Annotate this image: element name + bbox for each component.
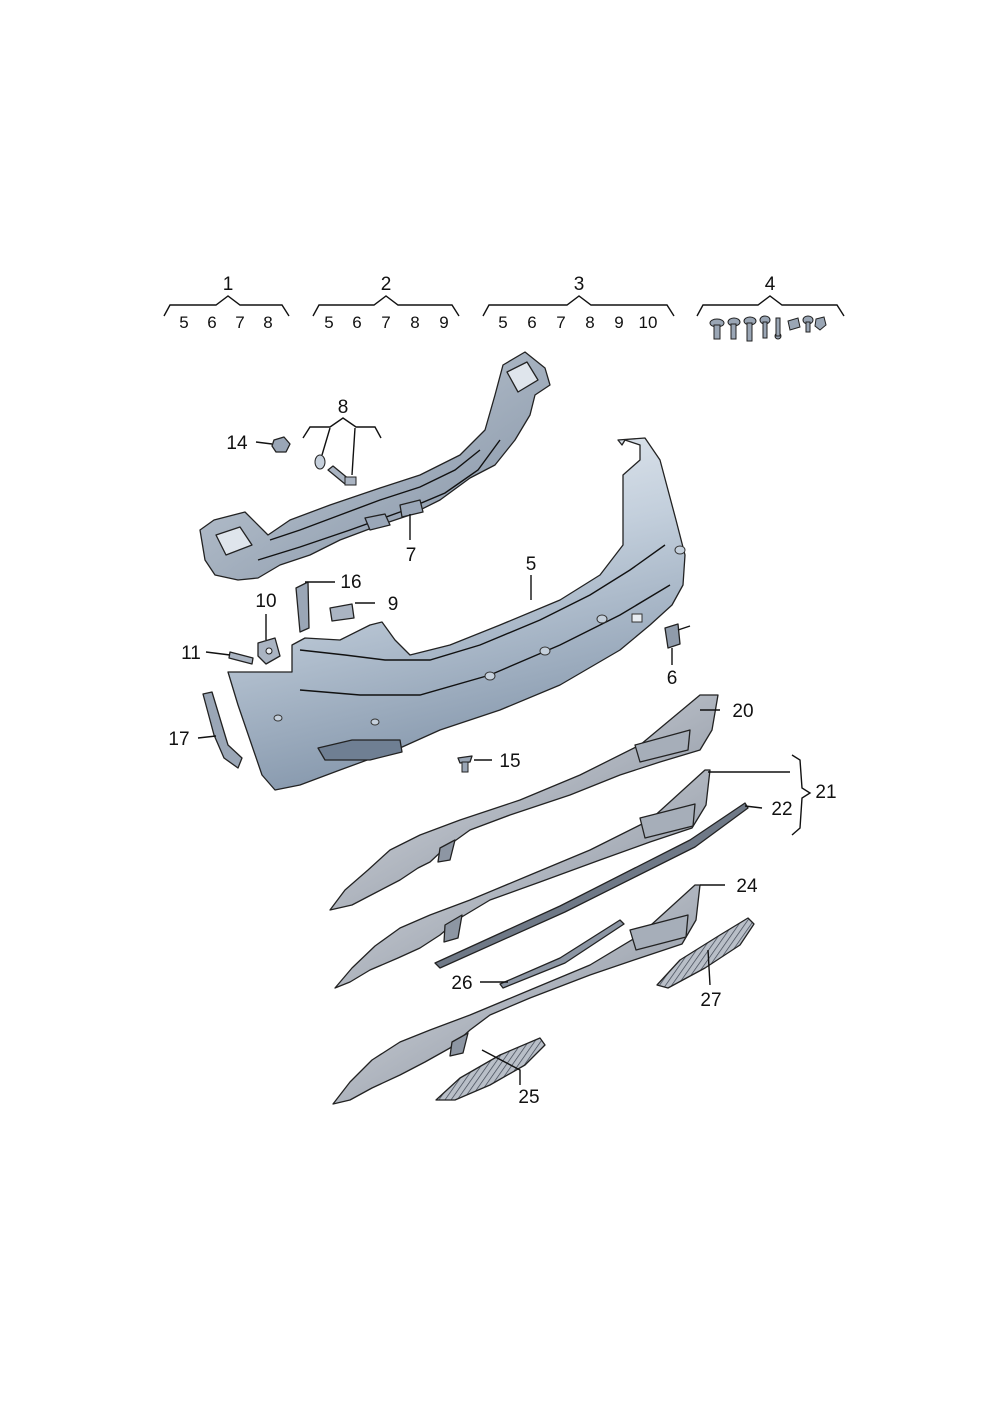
kit-item: 7: [235, 313, 244, 332]
kit-item: 5: [498, 313, 507, 332]
callout-24: 24: [736, 876, 758, 897]
kit-number: 4: [765, 274, 776, 295]
callout-27: 27: [700, 990, 721, 1011]
leader-lines: [197, 417, 812, 1085]
callout-6: 6: [667, 668, 678, 689]
kit-group-4: 4: [696, 274, 845, 342]
bracket-16: [295, 581, 310, 633]
bracket-6: [664, 623, 691, 649]
callout-7: 7: [406, 545, 417, 566]
callout-21: 21: [815, 782, 836, 803]
reflector-17: [202, 691, 243, 769]
strip-11: [228, 651, 254, 665]
kit-item: 8: [410, 313, 419, 332]
kit-number: 2: [381, 274, 392, 295]
clip-9: [329, 603, 355, 622]
kit-item: 6: [207, 313, 216, 332]
screw-15: [457, 755, 473, 773]
guide-10: [257, 637, 281, 665]
kit-item: 9: [614, 313, 623, 332]
grille-25: [435, 1037, 546, 1101]
diffuser-21: [334, 769, 711, 989]
callout-26: 26: [451, 973, 472, 994]
kit-group-2: 2 5 6 7 8 9: [312, 274, 460, 332]
callout-9: 9: [388, 594, 399, 615]
callout-20: 20: [732, 701, 753, 722]
kit-item: 10: [639, 313, 658, 332]
kit-group-3: 3 5 6 7 8 9 10: [482, 274, 675, 332]
callout-8: 8: [338, 397, 349, 418]
strip-26: [499, 919, 625, 989]
kit-number: 3: [574, 274, 585, 295]
bumper-cover: [227, 437, 686, 791]
callout-10: 10: [255, 591, 276, 612]
kit-item: 7: [381, 313, 390, 332]
bumper-carrier-bracket: [199, 351, 551, 581]
grille-27: [656, 917, 755, 989]
kit-item: 8: [263, 313, 272, 332]
strip-22: [434, 802, 749, 969]
fastener-set-icon: [709, 315, 827, 342]
callout-11: 11: [181, 643, 201, 664]
callout-25: 25: [518, 1087, 539, 1108]
kit-item: 8: [585, 313, 594, 332]
kit-item: 7: [556, 313, 565, 332]
callout-labels: 8 14 7 5 16 9 10 11 17 15 6 20 21 22 24 …: [168, 397, 836, 1108]
kit-number: 1: [223, 274, 234, 295]
callout-17: 17: [168, 729, 189, 750]
kit-group-1: 1 5 6 7 8: [163, 274, 290, 332]
kit-item: 9: [439, 313, 448, 332]
kit-item: 5: [179, 313, 188, 332]
diffuser-20: [329, 694, 719, 911]
callout-15: 15: [499, 751, 520, 772]
kit-item: 6: [352, 313, 361, 332]
nut-14: [271, 436, 357, 486]
callout-16: 16: [340, 572, 361, 593]
callout-5: 5: [526, 554, 537, 575]
callout-14: 14: [226, 433, 248, 454]
kit-item: 6: [527, 313, 536, 332]
diffuser-24: [332, 884, 701, 1105]
callout-22: 22: [771, 799, 792, 820]
kit-item: 5: [324, 313, 333, 332]
